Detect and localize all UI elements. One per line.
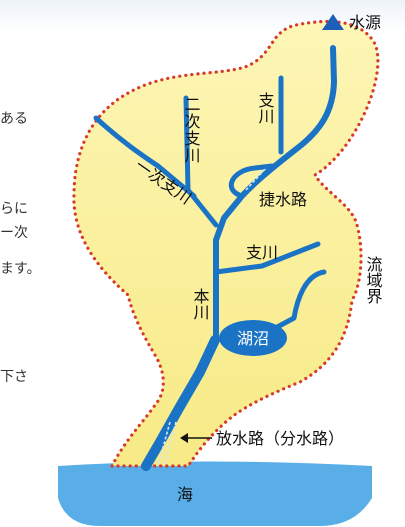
side-text-line-2: らに: [0, 201, 28, 217]
basin-area: [72, 19, 380, 468]
label-cutoff-channel: 捷水路: [259, 190, 307, 209]
source-triangle-icon: [322, 14, 344, 30]
side-text-line-5: 下さ: [0, 369, 28, 385]
label-source: 水源: [349, 13, 381, 32]
secondary-tributary: [93, 115, 197, 199]
side-text-line-1: ある: [0, 111, 28, 127]
label-lake: 湖沼: [237, 329, 269, 348]
main-river-lower: [141, 335, 220, 471]
label-middle-tributary: 支川: [246, 243, 278, 262]
label-upper-tributary: 支川: [256, 92, 275, 124]
side-text-line-3: ー次: [0, 225, 28, 241]
sea: [58, 461, 372, 526]
label-main-river: 本川: [191, 288, 210, 320]
lake: [219, 320, 287, 356]
label-watershed-boundary: 流域界: [364, 256, 383, 304]
label-secondary-tributary: 二次支川: [182, 96, 201, 164]
side-text-line-4: ます。: [0, 261, 41, 277]
middle-tributary: [213, 241, 321, 275]
label-sea: 海: [177, 485, 193, 504]
cutoff-old-meander: [228, 163, 275, 199]
diversion-channel-dash-2: [157, 421, 171, 467]
lower-tributary: [265, 269, 327, 335]
primary-tributary: [183, 95, 219, 228]
label-diversion-channel: 放水路（分水路）: [216, 429, 344, 448]
diversion-arrowhead: [180, 433, 188, 443]
diversion-channel-dash-1: [163, 421, 177, 467]
